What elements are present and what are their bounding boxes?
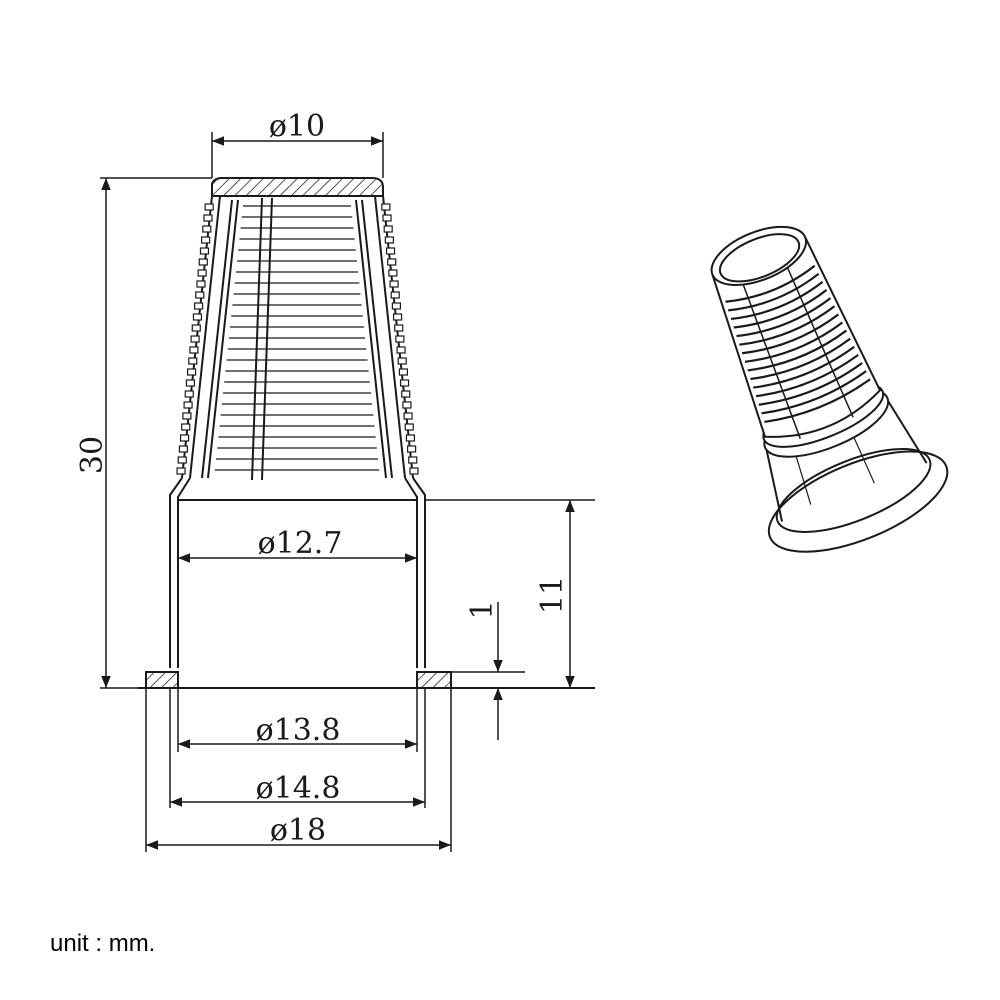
mesh-line bbox=[733, 289, 828, 329]
mesh-line bbox=[764, 378, 871, 424]
tooth-left bbox=[178, 445, 189, 453]
dim-top-diameter: ø10 bbox=[269, 109, 325, 144]
mesh-line bbox=[747, 329, 848, 372]
tooth-left bbox=[176, 467, 186, 475]
tooth-right bbox=[408, 456, 418, 464]
base-flange-right bbox=[416, 671, 452, 689]
tooth-left bbox=[194, 302, 204, 310]
tooth-right bbox=[397, 357, 407, 365]
tooth-right bbox=[388, 269, 398, 277]
tooth-right bbox=[381, 203, 391, 211]
tooth-right bbox=[403, 412, 413, 420]
dim-inner-base: ø13.8 bbox=[256, 713, 341, 748]
tooth-left bbox=[183, 401, 193, 409]
tooth-left bbox=[203, 214, 213, 222]
mesh-line bbox=[755, 353, 859, 398]
tooth-left bbox=[204, 203, 214, 211]
tooth-right bbox=[406, 445, 417, 453]
tooth-left bbox=[181, 423, 191, 431]
tooth-left bbox=[192, 313, 203, 321]
dim-flange-diameter: ø18 bbox=[270, 813, 326, 848]
dimension-lines bbox=[100, 132, 595, 852]
top-cap bbox=[211, 177, 384, 197]
tooth-right bbox=[389, 280, 399, 288]
mesh-line bbox=[725, 264, 816, 303]
tooth-right bbox=[395, 335, 405, 343]
tooth-right bbox=[402, 401, 412, 409]
tooth-left bbox=[179, 434, 190, 442]
mesh-line bbox=[741, 313, 840, 355]
tooth-right bbox=[401, 390, 411, 398]
tooth-left bbox=[184, 390, 194, 398]
filter-slots bbox=[214, 205, 380, 471]
mesh-line bbox=[728, 272, 820, 312]
dim-outer-base: ø14.8 bbox=[256, 771, 341, 806]
tooth-right bbox=[387, 258, 397, 266]
tooth-right bbox=[398, 368, 409, 376]
tooth-left bbox=[201, 236, 211, 244]
tooth-left bbox=[196, 280, 206, 288]
tooth-left bbox=[182, 412, 192, 420]
side-teeth bbox=[176, 203, 419, 475]
dim-inner-upper: ø12.7 bbox=[258, 526, 343, 561]
tooth-right bbox=[382, 214, 392, 222]
tooth-right bbox=[384, 236, 394, 244]
dim-flange-thickness: 1 bbox=[465, 600, 500, 619]
mesh-line bbox=[730, 281, 824, 321]
mesh-line bbox=[739, 305, 836, 346]
tooth-right bbox=[399, 379, 410, 387]
shoulder bbox=[169, 477, 426, 668]
tooth-left bbox=[199, 247, 210, 255]
tooth-left bbox=[177, 456, 187, 464]
tooth-right bbox=[392, 313, 403, 321]
tooth-right bbox=[409, 467, 419, 475]
tooth-left bbox=[197, 269, 207, 277]
mesh-line bbox=[758, 362, 863, 406]
tooth-right bbox=[383, 225, 393, 233]
base-flange-left bbox=[145, 671, 179, 689]
tooth-left bbox=[185, 379, 196, 387]
tooth-left bbox=[191, 324, 201, 332]
tooth-right bbox=[396, 346, 406, 354]
dim-base-height: 11 bbox=[535, 576, 570, 614]
mesh-line bbox=[761, 370, 867, 415]
central-rib bbox=[251, 197, 263, 481]
tooth-left bbox=[190, 335, 200, 343]
dim-total-height: 30 bbox=[75, 436, 110, 474]
mesh-line bbox=[744, 321, 844, 363]
tooth-right bbox=[394, 324, 404, 332]
tooth-right bbox=[390, 291, 400, 299]
unit-note: unit : mm. bbox=[50, 930, 156, 957]
filter-3d-view bbox=[710, 225, 949, 553]
tooth-right bbox=[404, 423, 414, 431]
tooth-left bbox=[198, 258, 208, 266]
tooth-right bbox=[405, 434, 416, 442]
tooth-left bbox=[189, 346, 199, 354]
mesh-line bbox=[736, 297, 832, 338]
tooth-right bbox=[385, 247, 396, 255]
mesh-line bbox=[750, 337, 851, 381]
tooth-left bbox=[202, 225, 212, 233]
tooth-left bbox=[195, 291, 205, 299]
mesh-line bbox=[753, 345, 855, 389]
tooth-right bbox=[391, 302, 401, 310]
tooth-left bbox=[188, 357, 198, 365]
tooth-left bbox=[186, 368, 197, 376]
